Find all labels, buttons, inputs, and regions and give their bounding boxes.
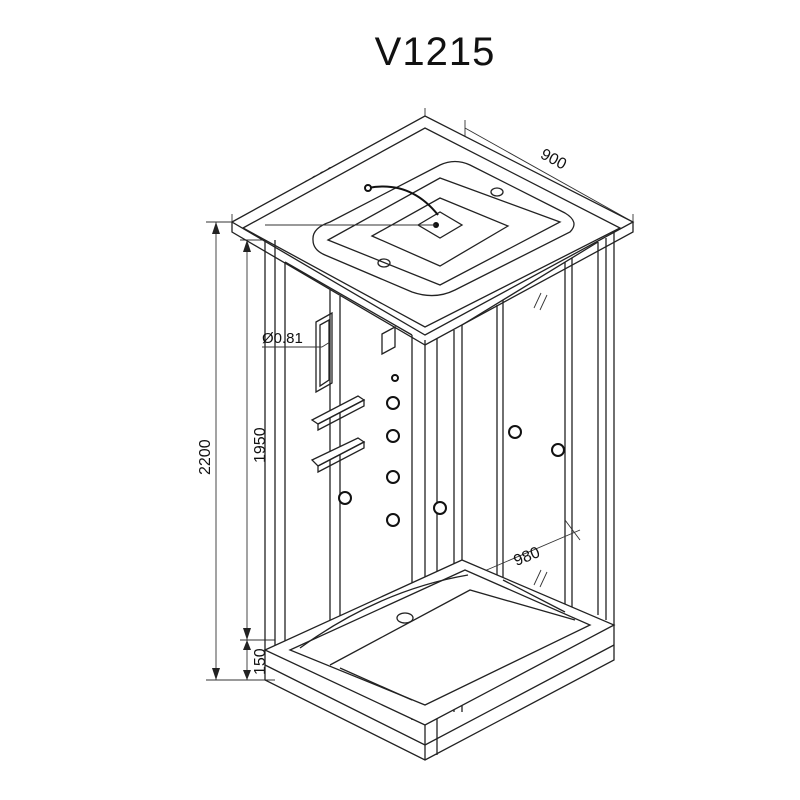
cabin-height-dimension: 1950: [240, 239, 275, 641]
tray-height-dimension: 150: [240, 640, 275, 681]
depth-label: 900: [538, 146, 570, 174]
roof: [230, 115, 635, 346]
model-title: V1215: [374, 30, 496, 74]
diameter-callout: Ø0.81: [262, 330, 331, 348]
right-panel: [461, 241, 599, 618]
cabin-height-label: 1950: [252, 427, 269, 463]
left-panel: [284, 261, 447, 668]
diameter-label: Ø0.81: [262, 330, 303, 347]
total-height-label: 2200: [197, 439, 214, 475]
tray-height-label: 150: [252, 648, 269, 675]
shower-tray: [263, 559, 616, 761]
